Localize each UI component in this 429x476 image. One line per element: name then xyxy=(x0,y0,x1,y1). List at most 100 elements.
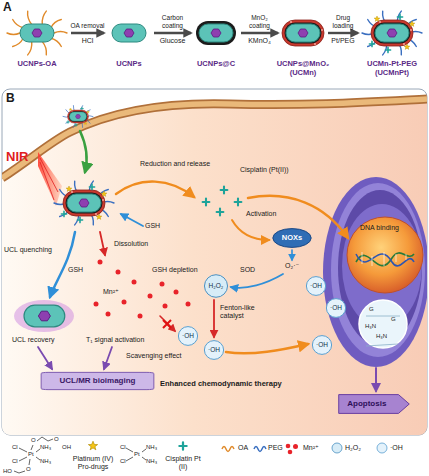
annotation-label: UCL recovery xyxy=(12,336,55,344)
process-arrow xyxy=(328,32,358,34)
radical-badge: ·OH xyxy=(312,335,332,355)
annotation-label: O₂·⁻ xyxy=(285,262,299,270)
shape-outline xyxy=(306,277,325,296)
annotation-label: Enhanced chemodynamic therapy xyxy=(160,380,282,389)
atom-label: NH₃ xyxy=(146,444,157,451)
cell-membrane-inner xyxy=(2,99,427,178)
upconversion-glow xyxy=(14,300,74,332)
step-label: Drug loading xyxy=(327,14,359,29)
atom-label: HO xyxy=(3,468,12,475)
oh-sample xyxy=(377,443,387,453)
process-arrow xyxy=(241,32,278,34)
er-layer xyxy=(323,177,427,367)
shape-outline xyxy=(273,229,311,248)
annotation-label: Dissolution xyxy=(114,240,148,248)
shape-outline xyxy=(41,372,154,389)
annotation-label: GSH depletion xyxy=(152,266,198,274)
nanoparticle: UCMn-Pt-PEG (UCMnPt) xyxy=(360,8,424,58)
annotation-label: HCl xyxy=(82,37,94,45)
atom-label: Cl xyxy=(12,458,18,465)
nanoparticle: UCNPs@C xyxy=(193,18,239,48)
legend-text: Platinum (IV) Pro-drugs xyxy=(70,455,116,471)
atom-label: NH₃ xyxy=(40,444,51,451)
annotation-label: Fenton-like catalyst xyxy=(220,304,260,320)
er-layer xyxy=(331,183,425,357)
step-label: Carbon coating xyxy=(153,14,192,29)
atom-label: O xyxy=(26,466,31,473)
particle-figure xyxy=(280,18,326,48)
annotation-label: Cisplatin (Pt(II)) xyxy=(240,166,289,174)
atom-label: Cl xyxy=(12,444,18,451)
annotation-label: G xyxy=(369,306,374,313)
atom-label: OH xyxy=(62,444,71,451)
annotation-label: SOD xyxy=(240,266,255,274)
particle-caption: UCNPs-OA xyxy=(5,60,69,69)
atom-label: Cl xyxy=(120,444,126,451)
dna-helix xyxy=(356,254,414,266)
annotation-label: H₃N xyxy=(365,323,376,330)
node-text: UCL/MR bioimaging xyxy=(60,376,136,385)
process-arrow xyxy=(71,32,104,34)
annotation-label: NIR xyxy=(6,150,28,165)
dna-detail xyxy=(366,316,400,346)
legend-text: PEG xyxy=(268,444,283,452)
process-arrow xyxy=(154,32,191,34)
legend-swatch xyxy=(293,444,298,449)
particle-figure xyxy=(5,8,69,58)
peg-sample xyxy=(254,447,266,452)
node-text: Apoptosis xyxy=(347,399,386,408)
oa-sample xyxy=(222,447,234,452)
atom-label: Pt xyxy=(134,451,140,458)
nir-beam xyxy=(38,152,62,206)
annotation-label: G xyxy=(391,316,396,323)
result-banner: UCL/MR bioimaging xyxy=(40,372,155,390)
annotation-label: T₁ signal activation xyxy=(86,336,144,344)
annotation-label: A xyxy=(3,1,12,15)
legend-text: ·OH xyxy=(390,444,403,452)
atom-label: O xyxy=(54,436,59,443)
nanoparticle: UCNPs-OA xyxy=(5,8,69,58)
node-text: ·OH xyxy=(182,332,194,339)
chemical-bonds xyxy=(14,437,146,473)
cell-membrane xyxy=(2,99,427,178)
particle-figure xyxy=(360,8,424,58)
shape-outline xyxy=(178,327,197,346)
step-label: OA removal xyxy=(70,22,105,29)
legend-text: H₂O₂ xyxy=(345,444,361,452)
shape-outline xyxy=(339,395,410,414)
node-text: ·OH xyxy=(330,304,342,311)
radical-badge: ·OH xyxy=(178,326,198,346)
process-arrows xyxy=(38,131,376,391)
nucleus-core xyxy=(347,217,423,293)
node-text: NOXs xyxy=(282,234,302,243)
zoom-circle xyxy=(359,300,407,348)
legend-text: OA xyxy=(238,444,248,452)
annotation-label: Reduction and release xyxy=(140,160,210,168)
dna-helix xyxy=(356,253,414,266)
species-badge: H₂O₂ xyxy=(204,274,228,298)
mn-sample-dot xyxy=(286,444,291,449)
blocked-mark xyxy=(163,320,171,328)
cell xyxy=(2,99,427,435)
annotation-label: GSH xyxy=(145,222,160,230)
node-text: H₂O₂ xyxy=(209,282,224,289)
atom-label: NH₃ xyxy=(146,458,157,465)
annotation-label: Scavenging effect xyxy=(126,352,182,360)
legend-text: Cisplatin Pt (II) xyxy=(162,455,204,471)
atom-label: NH₃ xyxy=(40,458,51,465)
particle-figure xyxy=(106,18,152,48)
particle-caption: UCNPs@MnO₂ (UCMn) xyxy=(272,60,334,77)
annotation-label: Mn²⁺ xyxy=(103,288,119,296)
step-label: MnO₂ coating xyxy=(240,14,279,29)
atom-label: Pt xyxy=(28,451,34,458)
annotation-label: GSH xyxy=(68,266,83,274)
shape-outline xyxy=(326,299,345,318)
cytoplasm xyxy=(2,99,427,435)
annotation-label: DNA binding xyxy=(360,224,399,232)
dna-rungs xyxy=(362,252,406,266)
shape-outline xyxy=(204,341,223,360)
nanoparticle: UCNPs xyxy=(106,18,152,48)
outcome-arrow: Apoptosis xyxy=(338,394,410,414)
radical-badge: ·OH xyxy=(326,298,346,318)
